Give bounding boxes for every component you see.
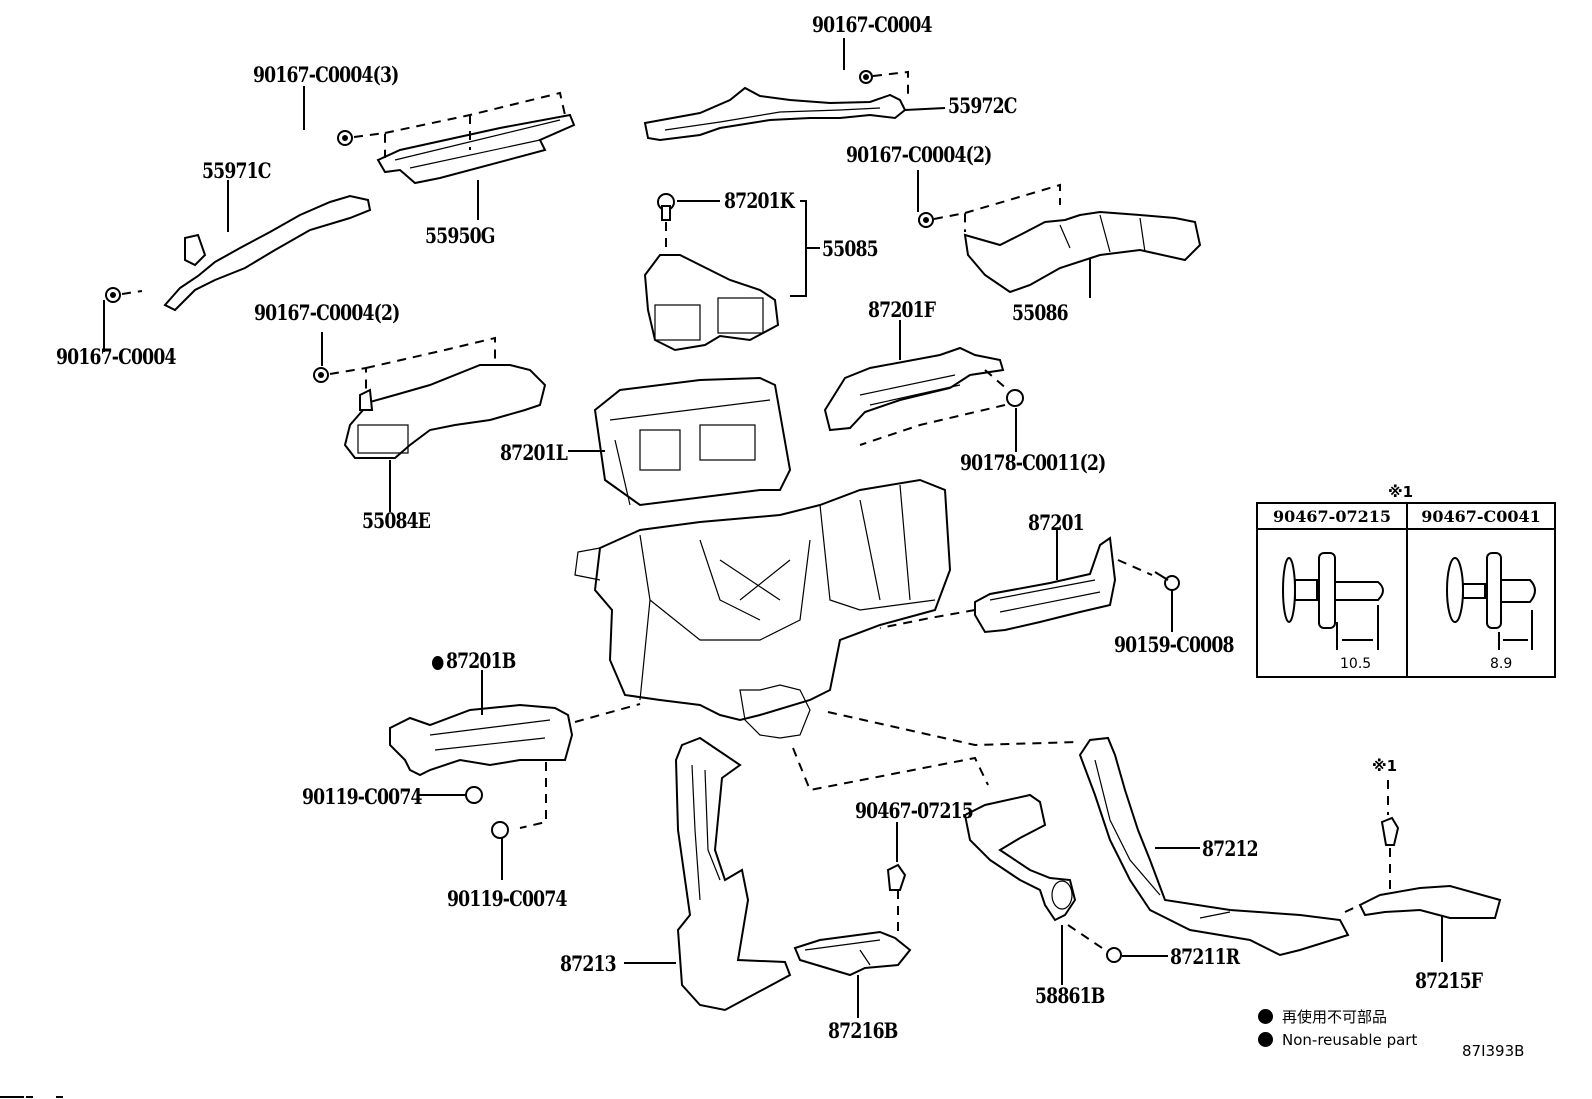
label-87201b[interactable]: 87201B [432, 648, 516, 673]
clip-table-divider [1406, 504, 1408, 676]
label-90159-c0008[interactable]: 90159-C0008 [1114, 632, 1234, 657]
label-90167-c0004-2-right[interactable]: 90167-C0004(2) [846, 142, 992, 167]
note-1-marker: ※1 [1372, 757, 1398, 775]
part-hvac-unit-drawing [574, 478, 952, 739]
part-87201-drawing [879, 530, 1180, 634]
label-87212[interactable]: 87212 [1202, 836, 1259, 861]
legend-item-japanese: 再使用不可部品 [1258, 1006, 1387, 1027]
label-58861b[interactable]: 58861B [1035, 983, 1105, 1008]
label-87216b[interactable]: 87216B [828, 1018, 898, 1043]
clip-table-note: ※1 [1388, 483, 1414, 501]
label-55971c[interactable]: 55971C [202, 158, 272, 183]
label-87213[interactable]: 87213 [560, 951, 617, 976]
label-55085[interactable]: 55085 [822, 236, 879, 261]
label-87201l[interactable]: 87201L [500, 440, 568, 465]
label-87201[interactable]: 87201 [1028, 510, 1085, 535]
part-87215f-drawing [1344, 780, 1502, 962]
legend-item-english: Non-reusable part [1258, 1031, 1417, 1049]
part-55084e-drawing [313, 332, 547, 512]
part-55086-drawing [917, 170, 1202, 298]
label-90167-c0004-top[interactable]: 90167-C0004 [812, 12, 932, 37]
part-87201f-drawing [823, 320, 1024, 452]
label-87201b-text: 87201B [445, 648, 516, 673]
label-55950g[interactable]: 55950G [425, 223, 496, 248]
part-87213-drawing [624, 736, 792, 1012]
label-87201f[interactable]: 87201F [868, 297, 936, 322]
part-87212-drawing [1078, 736, 1350, 957]
label-90167-c0004-2-left[interactable]: 90167-C0004(2) [254, 300, 400, 325]
clip-table-header-2[interactable]: 90467-C0041 [1406, 504, 1554, 530]
clip-dimension-2: 8.9 [1490, 656, 1513, 672]
non-reusable-marker-icon [432, 656, 444, 670]
legend-text-english: Non-reusable part [1282, 1031, 1418, 1049]
label-90178-c0011-2[interactable]: 90178-C0011(2) [960, 450, 1106, 475]
connection-lines [792, 711, 1079, 792]
label-87215f[interactable]: 87215F [1415, 968, 1483, 993]
clip-illustrations [1282, 552, 1536, 650]
legend-text-japanese: 再使用不可部品 [1282, 1008, 1388, 1026]
label-87211r[interactable]: 87211R [1170, 944, 1240, 969]
label-90467-07215[interactable]: 90467-07215 [855, 798, 974, 823]
filled-circle-icon [1258, 1032, 1273, 1047]
part-55971c-drawing [103, 180, 372, 352]
label-90119-c0074-b[interactable]: 90119-C0074 [447, 886, 567, 911]
clip-table-header-1[interactable]: 90467-07215 [1258, 504, 1406, 530]
label-55086[interactable]: 55086 [1012, 300, 1069, 325]
label-87201k[interactable]: 87201K [724, 188, 795, 213]
part-55085-drawing [643, 193, 820, 352]
part-58861b-drawing [963, 793, 1168, 985]
part-87201l-drawing [568, 376, 792, 507]
label-90119-c0074-a[interactable]: 90119-C0074 [302, 784, 422, 809]
part-55972c-drawing [643, 38, 946, 142]
clip-dimension-1: 10.5 [1340, 656, 1372, 672]
filled-circle-icon [1258, 1009, 1273, 1024]
part-87216b-drawing [793, 822, 912, 1018]
part-55950g-drawing [303, 86, 576, 220]
label-55972c[interactable]: 55972C [948, 93, 1018, 118]
part-87201b-drawing [389, 670, 641, 880]
label-90167-c0004-3[interactable]: 90167-C0004(3) [253, 62, 399, 87]
clip-table: 90467-07215 90467-C0041 10.5 8.9 [1256, 502, 1556, 678]
label-55084e[interactable]: 55084E [362, 508, 431, 533]
diagram-code: 87I393B [1462, 1042, 1525, 1060]
label-90167-c0004-left[interactable]: 90167-C0004 [56, 344, 176, 369]
